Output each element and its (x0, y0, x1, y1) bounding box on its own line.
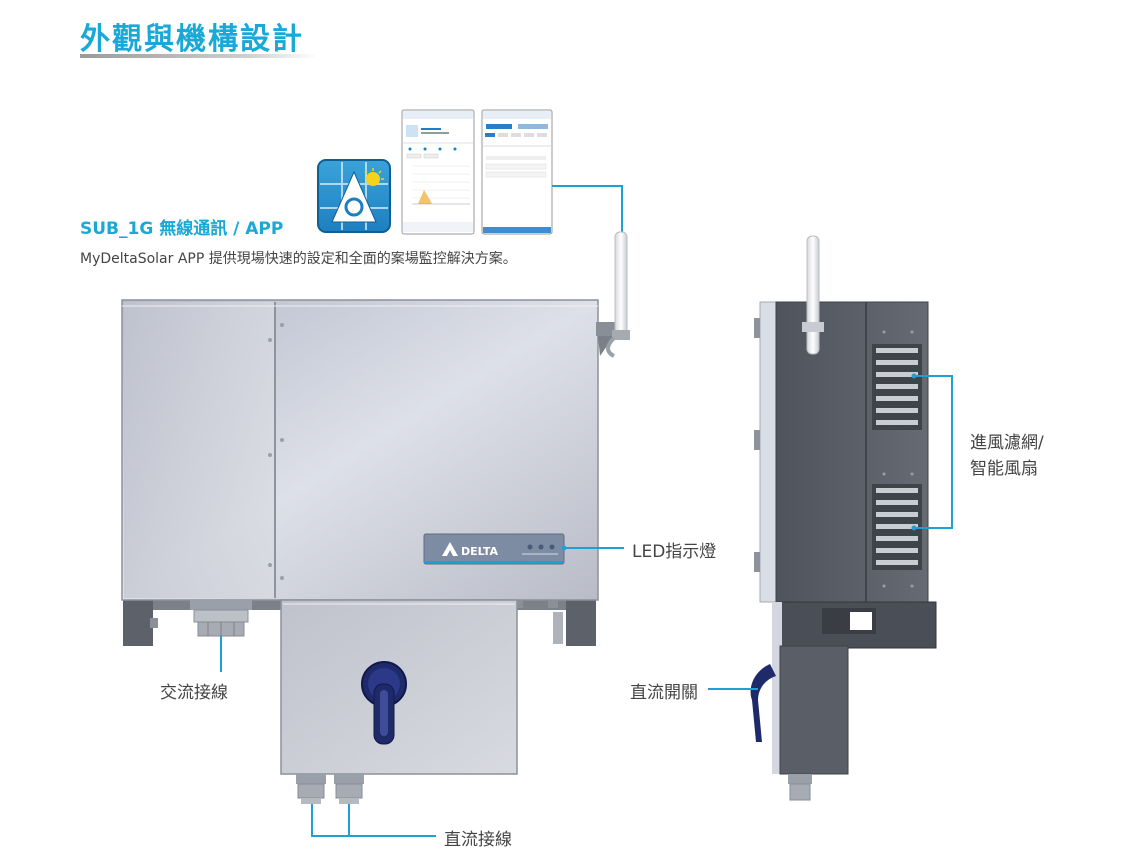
app-screenshot-chart (401, 109, 475, 235)
antenna-icon (606, 231, 630, 358)
app-icon (317, 159, 391, 233)
callout-dc-switch-label: 直流開關 (630, 683, 698, 703)
delta-logo-text: DELTA (461, 545, 498, 558)
ac-cable-gland-icon (190, 600, 252, 637)
callout-dc-wiring-label: 直流接線 (444, 830, 512, 850)
page-title: 外觀與機構設計 (80, 22, 304, 57)
delta-logo-icon (442, 542, 458, 556)
callout-filter-line2: 智能風扇 (970, 459, 1038, 479)
app-screenshot-list (481, 109, 553, 235)
app-section-description: MyDeltaSolar APP 提供現場快速的設定和全面的案場監控解決方案。 (80, 251, 517, 267)
app-section-heading: SUB_1G 無線通訊 / APP (80, 219, 284, 239)
led-indicators (522, 544, 558, 555)
callout-led-label: LED指示燈 (632, 542, 717, 562)
antenna-side-icon (802, 235, 824, 355)
title-underline (80, 54, 318, 58)
dc-cable-gland-icon (296, 774, 364, 804)
intake-filter-vent-top (872, 344, 922, 430)
dc-switch-knob-icon (361, 661, 407, 745)
inverter-side-view (750, 301, 937, 801)
callout-filter-line1: 進風濾網/ (970, 433, 1044, 453)
inverter-front-view: DELTA (121, 299, 622, 804)
callout-ac-label: 交流接線 (160, 683, 228, 703)
callout-lines (220, 375, 953, 837)
callout-filter-fan-label: 進風濾網/ 智能風扇 (970, 430, 1044, 482)
callout-line-app (552, 185, 623, 232)
